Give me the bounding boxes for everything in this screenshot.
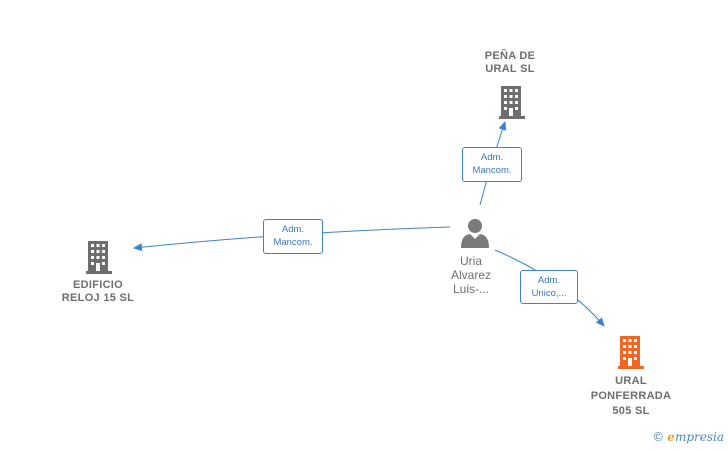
edge-label-to-ural[interactable]: Adm. Unico,... bbox=[520, 270, 578, 304]
watermark-text: mpresia bbox=[674, 430, 724, 444]
person-icon[interactable] bbox=[461, 219, 489, 248]
building-icon-highlight[interactable] bbox=[618, 336, 644, 369]
empresia-watermark: ©empresia bbox=[652, 430, 724, 444]
watermark-e: e bbox=[667, 430, 675, 444]
node-label-pena-de-ural[interactable]: PEÑA DE URAL SL bbox=[484, 50, 536, 75]
edge-label-to-edificio[interactable]: Adm. Mancom. bbox=[263, 219, 323, 254]
copyright-icon: © bbox=[652, 430, 665, 444]
building-icon[interactable] bbox=[499, 86, 525, 119]
node-label-edificio-reloj[interactable]: EDIFICIO RELOJ 15 SL bbox=[61, 279, 135, 304]
edge-label-to-pena[interactable]: Adm. Mancom. bbox=[462, 147, 522, 182]
building-icon[interactable] bbox=[86, 241, 112, 274]
node-label-ural-ponferrada[interactable]: URAL PONFERRADA 505 SL bbox=[590, 375, 672, 417]
node-label-person[interactable]: Uria Alvarez Luis-... bbox=[450, 254, 491, 296]
